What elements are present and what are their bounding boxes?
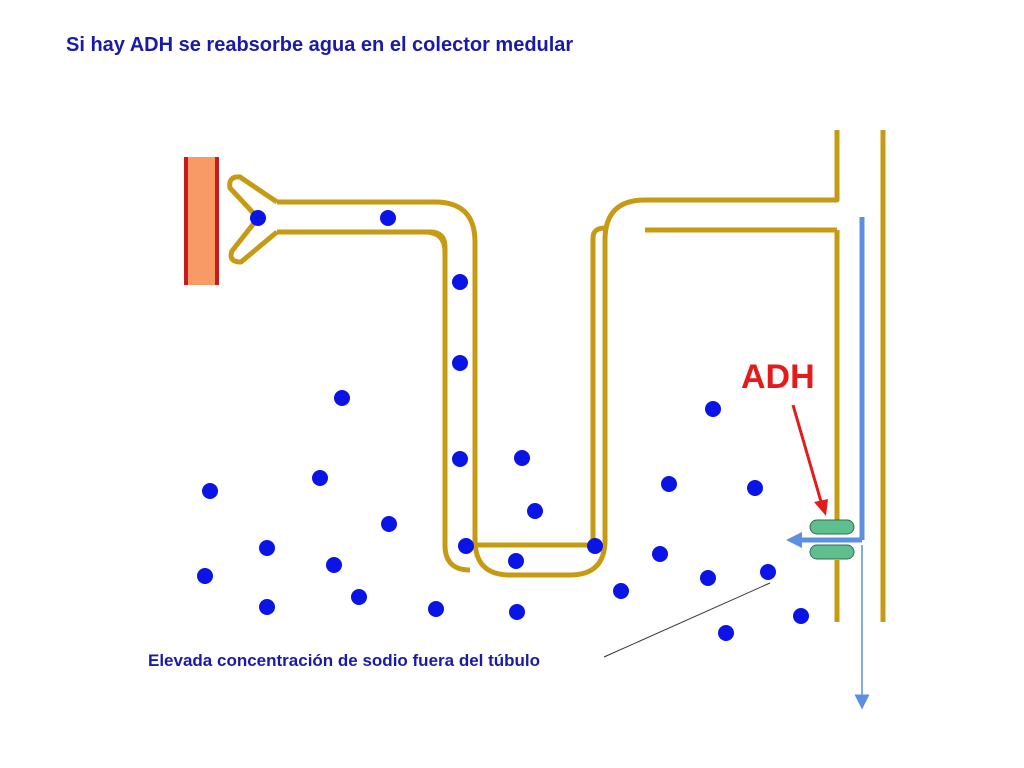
- sodium-particle: [428, 601, 444, 617]
- sodium-particle: [351, 589, 367, 605]
- sodium-particle: [381, 516, 397, 532]
- sodium-particle: [747, 480, 763, 496]
- sodium-particle: [527, 503, 543, 519]
- sodium-particle: [326, 557, 342, 573]
- sodium-particle: [197, 568, 213, 584]
- sodium-particle: [587, 538, 603, 554]
- blood-vessel: [184, 157, 219, 285]
- sodium-particle: [652, 546, 668, 562]
- sodium-particle: [613, 583, 629, 599]
- sodium-particle: [259, 599, 275, 615]
- collecting-duct: [645, 130, 886, 622]
- sodium-particle: [705, 401, 721, 417]
- sodium-particle: [452, 274, 468, 290]
- aquaporin-channel: [809, 519, 855, 560]
- adh-arrow: [791, 404, 828, 516]
- sodium-particle: [760, 564, 776, 580]
- sodium-particle: [718, 625, 734, 641]
- water-flow-arrow: [786, 217, 870, 710]
- sodium-particle: [380, 210, 396, 226]
- page-title: Si hay ADH se reabsorbe agua en el colec…: [66, 34, 574, 56]
- sodium-particle: [509, 604, 525, 620]
- caption-pointer-line: [603, 582, 771, 658]
- nephron-inner-wall: [277, 229, 448, 545]
- sodium-particle: [312, 470, 328, 486]
- sodium-particle: [458, 538, 474, 554]
- sodium-particle: [661, 476, 677, 492]
- sodium-particle: [250, 210, 266, 226]
- sodium-particles: [197, 210, 809, 641]
- sodium-particle: [508, 553, 524, 569]
- sodium-particle: [514, 450, 530, 466]
- sodium-particle: [793, 608, 809, 624]
- sodium-particle: [202, 483, 218, 499]
- sodium-particle: [259, 540, 275, 556]
- adh-label: ADH: [741, 358, 815, 396]
- sodium-caption: Elevada concentración de sodio fuera del…: [148, 651, 541, 670]
- sodium-particle: [700, 570, 716, 586]
- sodium-particle: [452, 451, 468, 467]
- sodium-particle: [452, 355, 468, 371]
- sodium-particle: [334, 390, 350, 406]
